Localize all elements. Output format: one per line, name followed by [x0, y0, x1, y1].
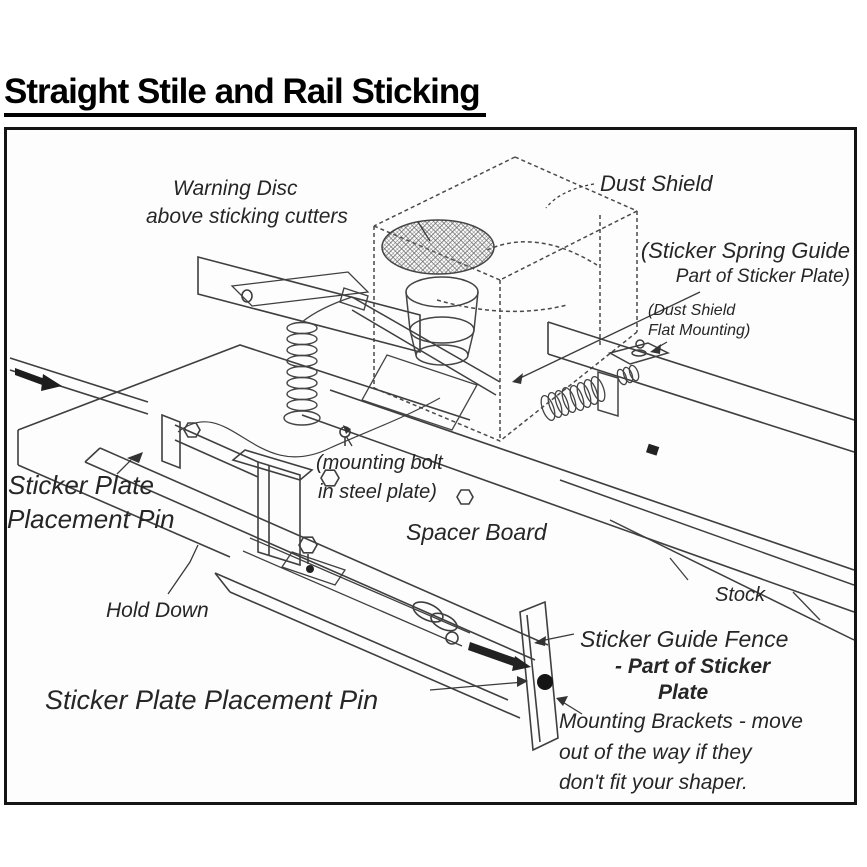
label-guide-fence-bold2: Plate — [658, 681, 709, 704]
shaper-diagram-art — [9, 156, 854, 752]
page-title: Straight Stile and Rail Sticking — [4, 72, 486, 117]
label-dust-shield-flat-line1: (Dust Shield — [648, 302, 736, 319]
label-stock: Stock — [715, 584, 766, 606]
diagram-frame: Warning Disc above sticking cutters Dust… — [4, 127, 857, 805]
spring-guide-bar — [351, 296, 501, 396]
stock-lines — [559, 479, 854, 641]
sticker-plate-band — [84, 447, 549, 719]
back-fence-board — [197, 255, 421, 354]
label-warning-disc-line1: Warning Disc — [173, 177, 298, 200]
label-mounting-bolt-line1: (mounting bolt — [316, 452, 443, 474]
label-sticker-spring-guide-line2: Part of Sticker Plate) — [675, 265, 850, 287]
table-edges — [9, 344, 471, 558]
label-pin-left-line2: Placement Pin — [7, 504, 175, 534]
label-dust-shield: Dust Shield — [600, 171, 713, 196]
label-dust-shield-flat-mounting: (Dust Shield Flat Mounting) — [648, 301, 750, 340]
label-guide-fence: Sticker Guide Fence — [580, 626, 789, 652]
spacer-board-lines — [301, 389, 854, 613]
feed-direction-arrow — [15, 368, 62, 391]
guide-fence-end — [519, 600, 559, 752]
placement-pin-dot — [537, 674, 553, 690]
warning-disc — [381, 219, 495, 275]
label-pin-left-line1: Sticker Plate — [8, 470, 154, 500]
right-back-board — [547, 321, 854, 456]
label-spacer-board: Spacer Board — [406, 519, 547, 545]
label-dust-shield-flat-line2: Flat Mounting) — [648, 321, 751, 339]
label-pin-bottom: Sticker Plate Placement Pin — [45, 685, 379, 715]
leader-arrowheads — [127, 344, 661, 706]
leader-lines — [116, 183, 701, 715]
label-hold-down: Hold Down — [106, 599, 209, 622]
label-brackets-line3: don't fit your shaper. — [559, 771, 748, 794]
label-sticker-spring-guide: (Sticker Spring Guide Part of Sticker Pl… — [641, 238, 850, 288]
hold-down-bracket — [161, 397, 474, 586]
horizontal-spring — [540, 364, 640, 422]
spindle-cutters — [361, 276, 479, 431]
label-sticker-spring-guide-line1: (Sticker Spring Guide — [640, 238, 850, 263]
vertical-spring — [283, 287, 369, 426]
placement-pin-bolt — [468, 642, 531, 671]
label-warning-disc-line2: above sticking cutters — [146, 205, 348, 228]
label-guide-fence-bold1: - Part of Sticker — [615, 655, 771, 678]
label-brackets-line1: Mounting Brackets - move — [559, 710, 803, 733]
flat-mounting-plate — [607, 339, 671, 365]
label-mounting-bolt-line2: in steel plate) — [318, 481, 437, 503]
label-brackets-line2: out of the way if they — [559, 741, 752, 764]
